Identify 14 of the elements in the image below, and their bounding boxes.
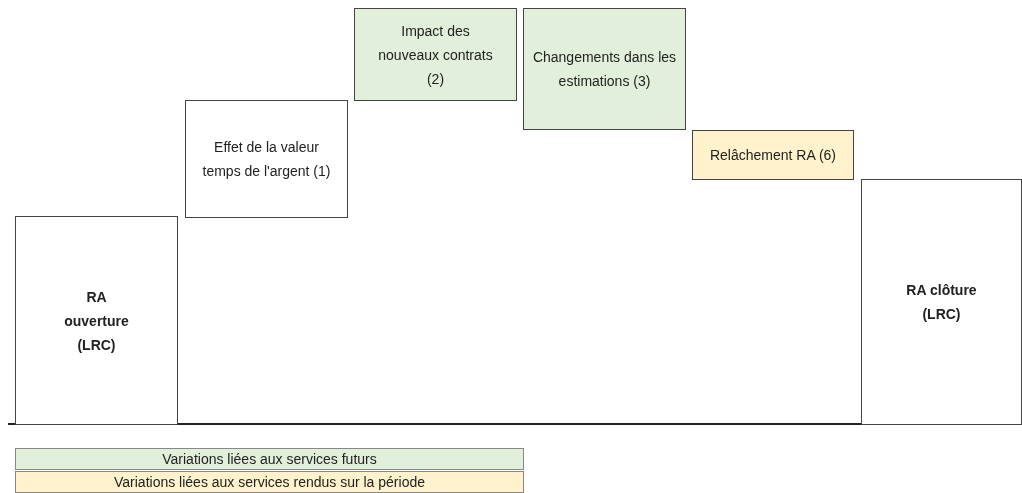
legend-row: Variations liées aux services rendus sur la période — [15, 471, 524, 493]
node-label: RA clôture (LRC) — [905, 281, 978, 324]
node-label: RA ouverture (LRC) — [63, 287, 130, 355]
balance-bar — [15, 216, 178, 425]
change-box — [354, 8, 517, 101]
node-label: Impact des nouveaux contrats (2) — [377, 21, 494, 89]
node-label: Changements dans les estimations (3) — [531, 48, 678, 91]
legend-row: Variations liées aux services futurs — [15, 448, 524, 470]
change-box — [692, 130, 854, 180]
change-box — [185, 100, 348, 218]
node-label: Relâchement RA (6) — [709, 146, 837, 165]
balance-bar — [861, 179, 1022, 425]
node-label: Effet de la valeur temps de l'argent (1) — [201, 138, 332, 181]
change-box — [523, 8, 686, 130]
